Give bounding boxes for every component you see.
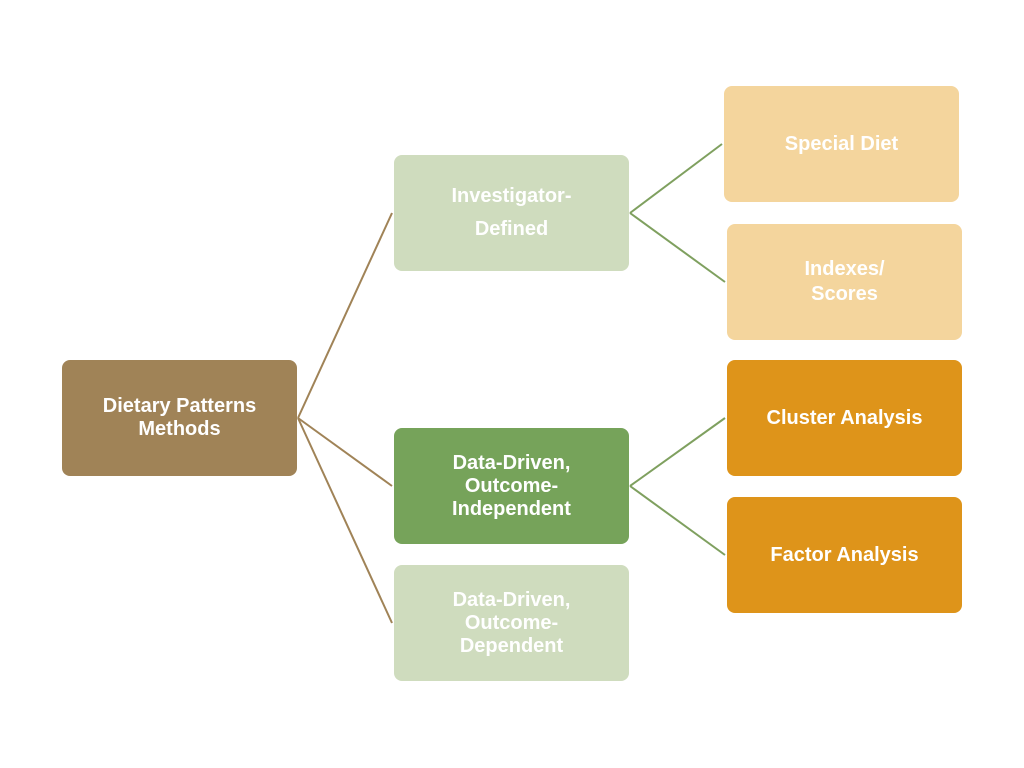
node-label: Dietary Patterns Methods: [102, 395, 257, 440]
connector-investigator-indexes: [629, 212, 726, 283]
node-indexes-scores: Indexes/ Scores: [727, 224, 962, 340]
connector-root-independent: [297, 417, 393, 487]
connector-investigator-special: [629, 143, 723, 214]
node-data-driven-outcome-independent: Data-Driven, Outcome- Independent: [394, 428, 629, 544]
connector-root-dependent: [297, 417, 393, 624]
node-label: Investigator- Defined: [451, 185, 572, 240]
connector-root-investigator: [297, 212, 393, 419]
node-label: Data-Driven, Outcome- Dependent: [452, 588, 571, 657]
node-data-driven-outcome-dependent: Data-Driven, Outcome- Dependent: [394, 565, 629, 681]
node-label: Special Diet: [784, 133, 899, 155]
node-label: Factor Analysis: [770, 543, 919, 566]
node-label: Indexes/ Scores: [804, 258, 885, 305]
connector-independent-factor: [629, 485, 726, 556]
node-investigator-defined: Investigator- Defined: [394, 155, 629, 271]
node-dietary-patterns-methods: Dietary Patterns Methods: [62, 360, 297, 476]
node-factor-analysis: Factor Analysis: [727, 497, 962, 613]
node-label: Data-Driven, Outcome- Independent: [452, 451, 571, 520]
connector-independent-cluster: [629, 417, 726, 487]
node-label: Cluster Analysis: [766, 406, 923, 429]
node-special-diet: Special Diet: [724, 86, 959, 202]
node-cluster-analysis: Cluster Analysis: [727, 360, 962, 476]
